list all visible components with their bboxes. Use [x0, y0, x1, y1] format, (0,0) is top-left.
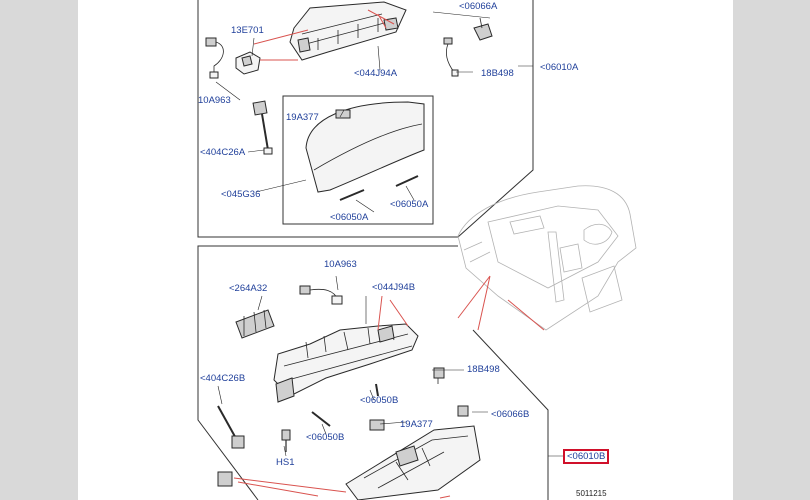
- lower-assembly-group: [197, 245, 564, 500]
- glove-lid-045g36-part: [305, 101, 425, 193]
- label-10a963-upper[interactable]: 10A963: [198, 95, 231, 106]
- label-10a963-lower[interactable]: 10A963: [324, 259, 357, 270]
- pin-06050a-right: [395, 175, 419, 187]
- label-06066b[interactable]: <06066B: [491, 409, 530, 420]
- lower-group-frame-right: [472, 329, 549, 500]
- exploded-parts-diagram: [197, 0, 637, 500]
- lamp-18b498-part: [443, 37, 459, 77]
- lower-group-frame-left: [197, 245, 458, 500]
- fastener-hs1-part: [281, 429, 291, 452]
- label-hs1[interactable]: HS1: [276, 457, 295, 468]
- upper-assembly-group: [197, 0, 534, 238]
- label-404c26b[interactable]: <404C26B: [200, 373, 246, 384]
- label-13e701[interactable]: 13E701: [231, 25, 264, 36]
- latch-13e701-part: [235, 51, 261, 75]
- damper-strut-a-part: [252, 100, 273, 155]
- switch-264a32-part: [235, 309, 275, 339]
- label-06010a[interactable]: <06010A: [540, 62, 579, 73]
- lamp-18b498-lower-part: [433, 367, 445, 384]
- upper-bracket-part: [289, 1, 407, 61]
- bumper-19a377-part: [369, 419, 385, 431]
- label-18b498-lower[interactable]: 18B498: [467, 364, 500, 375]
- switch-10a963-lower-part: [299, 285, 343, 305]
- clip-06066a-part: [473, 17, 493, 41]
- label-19a377-lower[interactable]: 19A377: [400, 419, 433, 430]
- drawing-reference-number: 5011215: [576, 489, 607, 498]
- label-06050b-lower[interactable]: <06050B: [306, 432, 345, 443]
- pin-06050b-upper: [375, 383, 379, 397]
- label-06010b-highlighted[interactable]: <06010B: [563, 449, 610, 464]
- bracket-small-part: [217, 471, 233, 487]
- label-06066a[interactable]: <06066A: [459, 1, 498, 12]
- pin-06050a-left: [339, 189, 365, 201]
- label-044j94a[interactable]: <044J94A: [354, 68, 398, 79]
- lid-inset-box: [282, 95, 434, 225]
- diagram-sheet: <06066A 13E701 <06010A <044J94A 18B498 1…: [78, 0, 733, 500]
- label-19a377-upper[interactable]: 19A377: [286, 112, 319, 123]
- damper-strut-b-part: [217, 405, 245, 449]
- label-18b498-upper[interactable]: 18B498: [481, 68, 514, 79]
- label-404c26a[interactable]: <404C26A: [200, 147, 246, 158]
- vehicle-locator-sketch: [457, 185, 637, 331]
- glove-box-bin-part: [345, 425, 481, 500]
- label-06050a-left[interactable]: <06050A: [330, 212, 369, 223]
- label-06050b-upper[interactable]: <06050B: [360, 395, 399, 406]
- label-06050a-right[interactable]: <06050A: [390, 199, 429, 210]
- label-044j94b[interactable]: <044J94B: [372, 282, 416, 293]
- clip-06066b-part: [457, 405, 469, 417]
- lower-bracket-part: [273, 323, 419, 403]
- switch-10a963-part: [205, 37, 224, 79]
- pin-06050b-lower: [311, 411, 331, 427]
- label-264a32[interactable]: <264A32: [229, 283, 268, 294]
- label-045g36[interactable]: <045G36: [221, 189, 261, 200]
